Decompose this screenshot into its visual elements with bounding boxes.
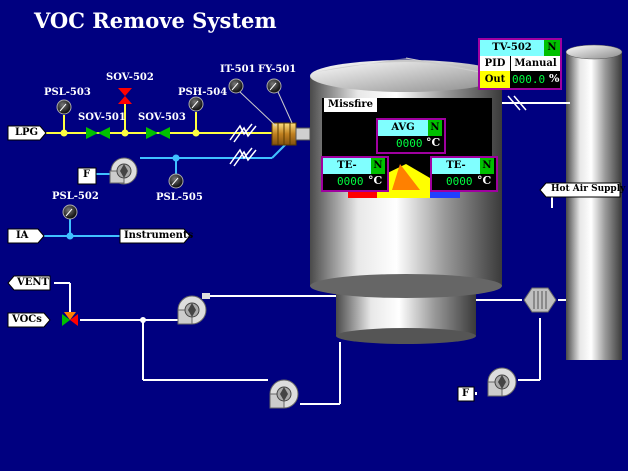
psl-503-gauge[interactable] [56,99,72,115]
te-503b-label: TE-503B [432,158,480,187]
te-503a-unit: °C [368,174,383,187]
psh-504-gauge[interactable] [188,96,204,112]
check-valve-lpg [229,123,257,143]
vocs-label: VOCs [12,314,42,325]
burner-nozzle [271,122,311,146]
psl-503-label: PSL-503 [44,87,91,98]
fan-mode-indicator[interactable]: F [83,169,91,180]
lpg-tag [7,125,47,141]
pid-label[interactable]: PID [480,56,511,71]
vent-vocs-valve[interactable] [62,312,78,326]
vocs-tag [7,312,51,328]
te-503b-status-badge: N [480,158,494,174]
ia-line [44,218,120,237]
instruments-tag [119,228,191,244]
avg-unit: °C [426,136,441,149]
tv-502-valve[interactable] [507,95,527,111]
fy-501-gauge[interactable] [266,78,282,94]
vent-label: VENT [17,277,49,288]
te-503a-label: TE-503A [323,158,371,187]
psh-504-label: PSH-504 [178,87,228,98]
te-503a-value: 0000 [337,175,364,188]
page-title: VOC Remove System [34,8,277,33]
hot-air-supply-tag [539,182,621,198]
tv-502-label: TV-502 [480,40,544,56]
avg-status-badge: N [428,120,442,136]
te-503b-unit: °C [477,174,492,187]
voc-fan-1[interactable] [177,293,210,325]
it-501-label: IT-501 [220,64,256,75]
ia-label: IA [16,230,29,241]
tv-502-status-badge: N [544,40,560,56]
sov-501-label: SOV-501 [78,112,126,123]
psl-502-label: PSL-502 [52,191,99,202]
te-503a-panel[interactable]: TE-503A N 0000 °C [321,156,389,192]
hot-air-supply-label: Hot Air Supply [551,184,626,194]
psl-505-gauge[interactable] [168,173,184,189]
instruments-label: Instruments [124,230,194,241]
vent-tag [7,275,51,291]
voc-fan-2[interactable] [269,379,299,409]
hot-air-fan-mode-indicator[interactable]: F [462,388,470,399]
te-503b-value: 0000 [446,175,473,188]
avg-value: 0000 [396,137,423,150]
te-503b-panel[interactable]: TE-503B N 0000 °C [430,156,498,192]
psl-502-gauge[interactable] [62,204,78,220]
tv-502-panel[interactable]: TV-502 N PID Manual Out 000.0 % [478,38,562,90]
psl-505-label: PSL-505 [156,192,203,203]
sov-501-valve[interactable] [86,127,110,139]
sov-502-valve[interactable] [118,88,132,104]
combustion-air-fan[interactable] [109,157,138,185]
ia-tag [7,228,45,244]
process-lines [54,197,570,405]
lpg-label: LPG [15,127,39,138]
out-value[interactable]: 000.0 [512,73,546,86]
it-501-gauge[interactable] [228,78,244,94]
out-label: Out [480,71,510,88]
sov-502-label: SOV-502 [106,72,154,83]
missfire-indicator: Missfire [324,98,378,112]
sov-503-valve[interactable] [146,127,170,139]
avg-temp-panel[interactable]: AVG N 0000 °C [376,118,446,154]
sov-503-label: SOV-503 [138,112,186,123]
hot-air-fan[interactable] [487,367,517,397]
avg-label: AVG [378,120,428,136]
check-valve-air [229,147,257,167]
te-503a-status-badge: N [371,158,385,174]
fy-501-label: FY-501 [258,64,297,75]
mode-label[interactable]: Manual [511,56,560,71]
heat-exchanger [523,287,557,313]
out-unit: % [549,72,560,85]
exhaust-stack [565,44,623,360]
